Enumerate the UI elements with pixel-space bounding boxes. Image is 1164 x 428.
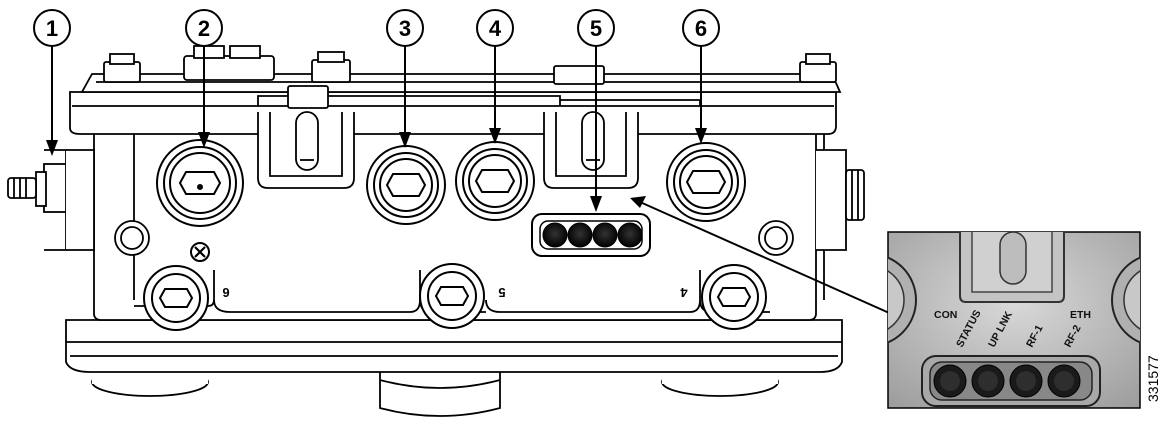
right-n-connector: [816, 149, 865, 251]
ground-symbol: [190, 242, 210, 262]
svg-text:5: 5: [590, 16, 602, 41]
callout-6: 6: [682, 9, 720, 47]
led-cluster: [531, 213, 651, 257]
svg-text:2: 2: [198, 16, 210, 41]
antenna-port-3: [366, 145, 446, 225]
port-number-5: 5: [498, 285, 505, 300]
led-inset: CON ETH STATUS UP LNK RF-1 RF-2: [887, 231, 1141, 409]
svg-text:6: 6: [695, 16, 707, 41]
inset-label-eth: ETH: [1070, 309, 1091, 321]
svg-text:4: 4: [489, 16, 502, 41]
side-bolts: [114, 220, 794, 256]
port-number-labels: 6 5 4: [222, 285, 687, 300]
bottom-port-6: [143, 265, 209, 331]
svg-text:1: 1: [46, 16, 58, 41]
callout-2: 2: [185, 9, 223, 47]
callouts: 1 2 3 4 5 6: [33, 9, 720, 47]
bottom-port-5: [419, 263, 485, 329]
base-plate: [65, 319, 843, 373]
antenna-port-4: [455, 141, 535, 221]
port-number-4: 4: [680, 285, 688, 300]
svg-text:3: 3: [399, 16, 411, 41]
port-number-6: 6: [222, 285, 229, 300]
callout-5: 5: [577, 9, 615, 47]
bottom-port-4: [701, 264, 767, 330]
figure-id: 331577: [1145, 355, 1161, 402]
callout-leaders: [46, 46, 897, 317]
device-feet: [91, 362, 779, 417]
antenna-port-6: [666, 142, 746, 222]
callout-3: 3: [386, 9, 424, 47]
callout-4: 4: [476, 9, 514, 47]
inset-label-con: CON: [934, 309, 957, 321]
cover-clamps: [257, 111, 639, 189]
antenna-port-2: [156, 139, 244, 227]
top-cover: [69, 45, 842, 135]
callout-1: 1: [33, 9, 71, 47]
bottom-ports: [143, 263, 767, 331]
antenna-ports: [156, 139, 746, 227]
left-n-connector: [7, 149, 95, 251]
